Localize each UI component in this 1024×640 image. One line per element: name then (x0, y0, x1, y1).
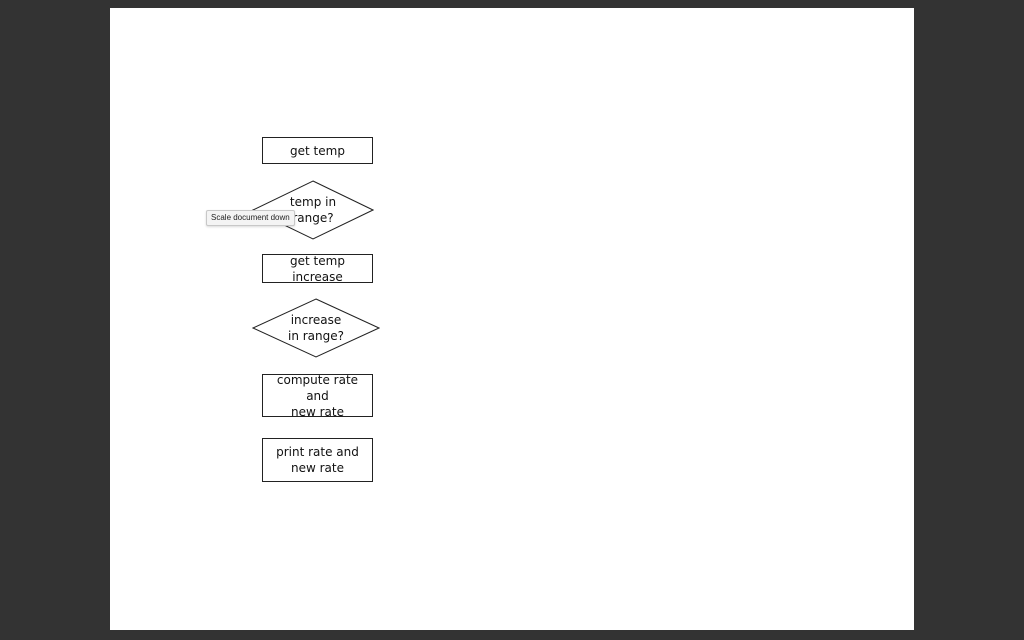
decision-diamond-shape (252, 298, 380, 358)
scale-document-tooltip: Scale document down (206, 210, 295, 226)
decision-increase-in-range: increase in range? (252, 298, 380, 358)
process-get-temp: get temp (262, 137, 373, 164)
process-get-temp-increase: get temp increase (262, 254, 373, 284)
process-compute-rate: compute rate and new rate (262, 373, 373, 419)
decision-label: temp in range? (289, 195, 337, 225)
decision-label: increase in range? (287, 313, 344, 343)
document-page: get temp temp in range? get temp increas… (110, 8, 914, 630)
process-print-rate: print rate and new rate (262, 438, 373, 482)
